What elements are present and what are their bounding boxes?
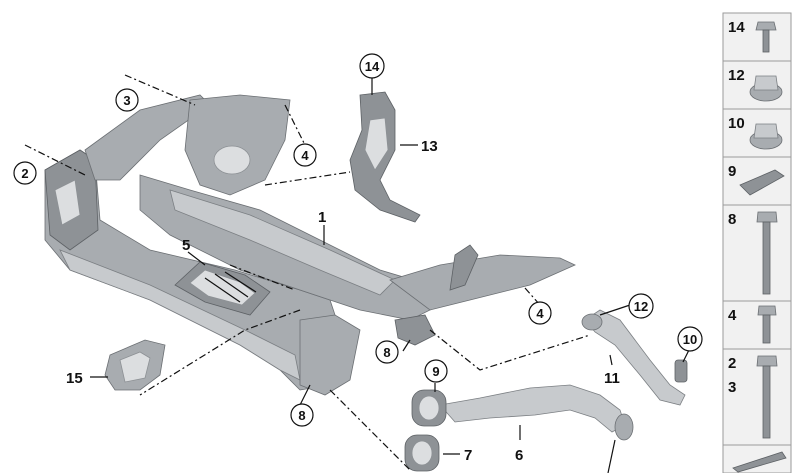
- svg-text:8: 8: [728, 211, 736, 228]
- callout-8-right: 8: [375, 340, 399, 364]
- svg-text:6: 6: [515, 447, 523, 464]
- control-arm[interactable]: [439, 384, 634, 441]
- svg-text:5: 5: [182, 237, 190, 254]
- panel-item-9[interactable]: 9: [722, 156, 792, 206]
- panel-item-10[interactable]: 10: [722, 108, 792, 158]
- callout-9: 9: [424, 359, 448, 383]
- svg-text:8: 8: [383, 345, 390, 360]
- callout-6: 6: [515, 447, 523, 464]
- svg-text:4: 4: [301, 148, 309, 163]
- svg-text:7: 7: [464, 447, 472, 464]
- callout-8-left: 8: [290, 403, 314, 427]
- panel-item-2-3[interactable]: 2 3: [722, 348, 792, 446]
- svg-text:3: 3: [728, 379, 736, 396]
- leader-lines: [24, 74, 690, 473]
- callout-3: 3: [115, 88, 139, 112]
- callout-5: 5: [182, 237, 190, 254]
- rubber-mount-9[interactable]: [411, 389, 447, 427]
- svg-text:9: 9: [432, 364, 439, 379]
- callout-10: 10: [677, 326, 703, 352]
- svg-text:10: 10: [728, 115, 745, 132]
- callout-14: 14: [359, 53, 385, 79]
- svg-text:2: 2: [21, 166, 28, 181]
- svg-text:1: 1: [318, 209, 326, 226]
- callout-12: 12: [628, 293, 654, 319]
- svg-text:8: 8: [298, 408, 305, 423]
- callout-4-right: 4: [528, 301, 552, 325]
- bracket-15[interactable]: [104, 339, 166, 391]
- callout-15: 15: [66, 370, 83, 387]
- svg-text:14: 14: [365, 59, 380, 74]
- svg-text:15: 15: [66, 370, 83, 387]
- panel-item-14[interactable]: 14: [722, 12, 792, 62]
- svg-text:2: 2: [728, 355, 736, 372]
- svg-text:12: 12: [728, 67, 745, 84]
- callout-1: 1: [318, 209, 326, 226]
- svg-text:4: 4: [536, 306, 544, 321]
- svg-text:9: 9: [728, 163, 736, 180]
- callout-11: 11: [604, 370, 620, 387]
- panel-item-8[interactable]: 8: [722, 204, 792, 302]
- callout-7: 7: [464, 447, 472, 464]
- svg-text:13: 13: [421, 138, 438, 155]
- panel-item-blank[interactable]: [722, 444, 792, 473]
- rubber-mount-7[interactable]: [404, 434, 440, 472]
- heat-shield[interactable]: [349, 91, 421, 223]
- callout-13: 13: [421, 138, 438, 155]
- reinforcement-plate[interactable]: [174, 261, 271, 316]
- panel-item-4[interactable]: 4: [722, 300, 792, 350]
- panel-item-12[interactable]: 12: [722, 60, 792, 110]
- svg-text:10: 10: [683, 332, 697, 347]
- svg-text:3: 3: [123, 93, 130, 108]
- svg-text:4: 4: [728, 307, 737, 324]
- callout-4-top: 4: [293, 143, 317, 167]
- callout-2: 2: [13, 161, 37, 185]
- svg-text:12: 12: [634, 299, 648, 314]
- fastener-panel: 14 12 10 9 8 4: [722, 12, 792, 473]
- tension-strut[interactable]: [581, 309, 688, 406]
- svg-text:14: 14: [728, 19, 745, 36]
- svg-text:11: 11: [604, 370, 620, 387]
